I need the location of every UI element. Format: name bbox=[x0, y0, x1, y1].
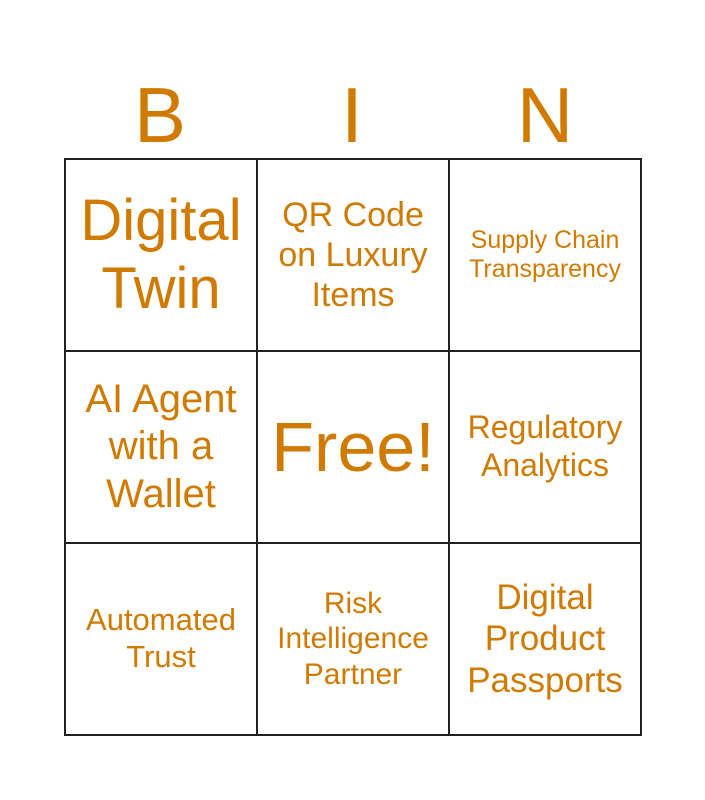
header-letter-i: I bbox=[341, 71, 363, 159]
bingo-grid: Digital Twin QR Code on Luxury Items Sup… bbox=[64, 158, 642, 736]
bingo-cell[interactable]: QR Code on Luxury Items bbox=[257, 159, 449, 351]
bingo-cell[interactable]: Automated Trust bbox=[65, 543, 257, 735]
bingo-cell[interactable]: AI Agent with a Wallet bbox=[65, 351, 257, 543]
bingo-cell-free[interactable]: Free! bbox=[257, 351, 449, 543]
bingo-cell[interactable]: Regulatory Analytics bbox=[449, 351, 641, 543]
header-letter-n: N bbox=[516, 71, 574, 159]
header-letter-b: B bbox=[133, 71, 187, 159]
bingo-cell[interactable]: Digital Product Passports bbox=[449, 543, 641, 735]
bingo-cell[interactable]: Supply Chain Transparency bbox=[449, 159, 641, 351]
bingo-cell[interactable]: Digital Twin bbox=[65, 159, 257, 351]
bingo-cell[interactable]: Risk Intelligence Partner bbox=[257, 543, 449, 735]
